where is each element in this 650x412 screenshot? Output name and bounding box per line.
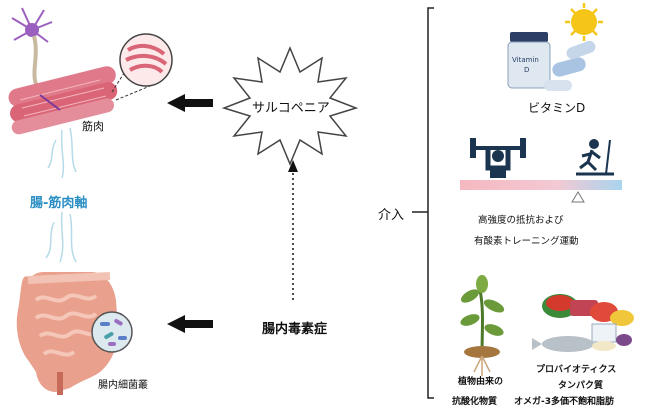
food-icon xyxy=(532,294,634,352)
plant-icon xyxy=(460,275,505,376)
muscle-fiber-icon xyxy=(8,66,118,135)
gut-bacteria-icon xyxy=(91,311,133,353)
sarcopenia-starburst xyxy=(221,46,359,166)
gut-microbiota-label: 腸内細菌叢 xyxy=(98,380,148,391)
sun-icon xyxy=(565,3,603,41)
bottle-label-line1: Vitamin xyxy=(512,56,539,64)
exercise-label-line1: 高強度の抵抗および xyxy=(478,215,564,226)
plant-label-line1: 植物由来の xyxy=(458,377,504,387)
capsule-icon xyxy=(544,40,596,91)
nutrition-label-line1: プロバイオティクス xyxy=(536,365,617,375)
nutrition-label-line3: オメガ-3多価不飽和脂肪 xyxy=(514,397,614,407)
vessel-lines-lower xyxy=(45,211,77,263)
balance-bar xyxy=(460,180,622,203)
intestine-icon xyxy=(16,272,119,395)
arrow-to-muscle xyxy=(167,94,213,112)
vitamin-d-label: ビタミンD xyxy=(528,101,586,115)
exercise-label-line2: 有酸素トレーニング運動 xyxy=(474,236,579,247)
arrow-to-gut xyxy=(167,315,213,333)
neuron-icon xyxy=(11,7,53,94)
plant-label-line2: 抗酸化物質 xyxy=(452,397,498,407)
intervention-bracket xyxy=(412,7,434,399)
bottle-label-line2: D xyxy=(524,66,530,74)
muscle-magnifier-icon xyxy=(111,33,173,101)
gut-muscle-axis-label: 腸-筋肉軸 xyxy=(30,196,88,211)
vitamin-d-bottle-icon xyxy=(507,32,551,89)
nutrition-label-line2: タンパク質 xyxy=(558,381,604,391)
gut-dysbiosis-label: 腸内毒素症 xyxy=(262,322,328,337)
vessel-lines-upper xyxy=(47,127,77,179)
treadmill-runner-icon xyxy=(576,139,614,176)
muscle-label: 筋肉 xyxy=(82,120,104,133)
dotted-arrow xyxy=(288,160,298,300)
weightlifter-icon xyxy=(470,138,526,178)
intervention-label: 介入 xyxy=(378,208,405,223)
sarcopenia-label: サルコペニア xyxy=(252,101,330,116)
